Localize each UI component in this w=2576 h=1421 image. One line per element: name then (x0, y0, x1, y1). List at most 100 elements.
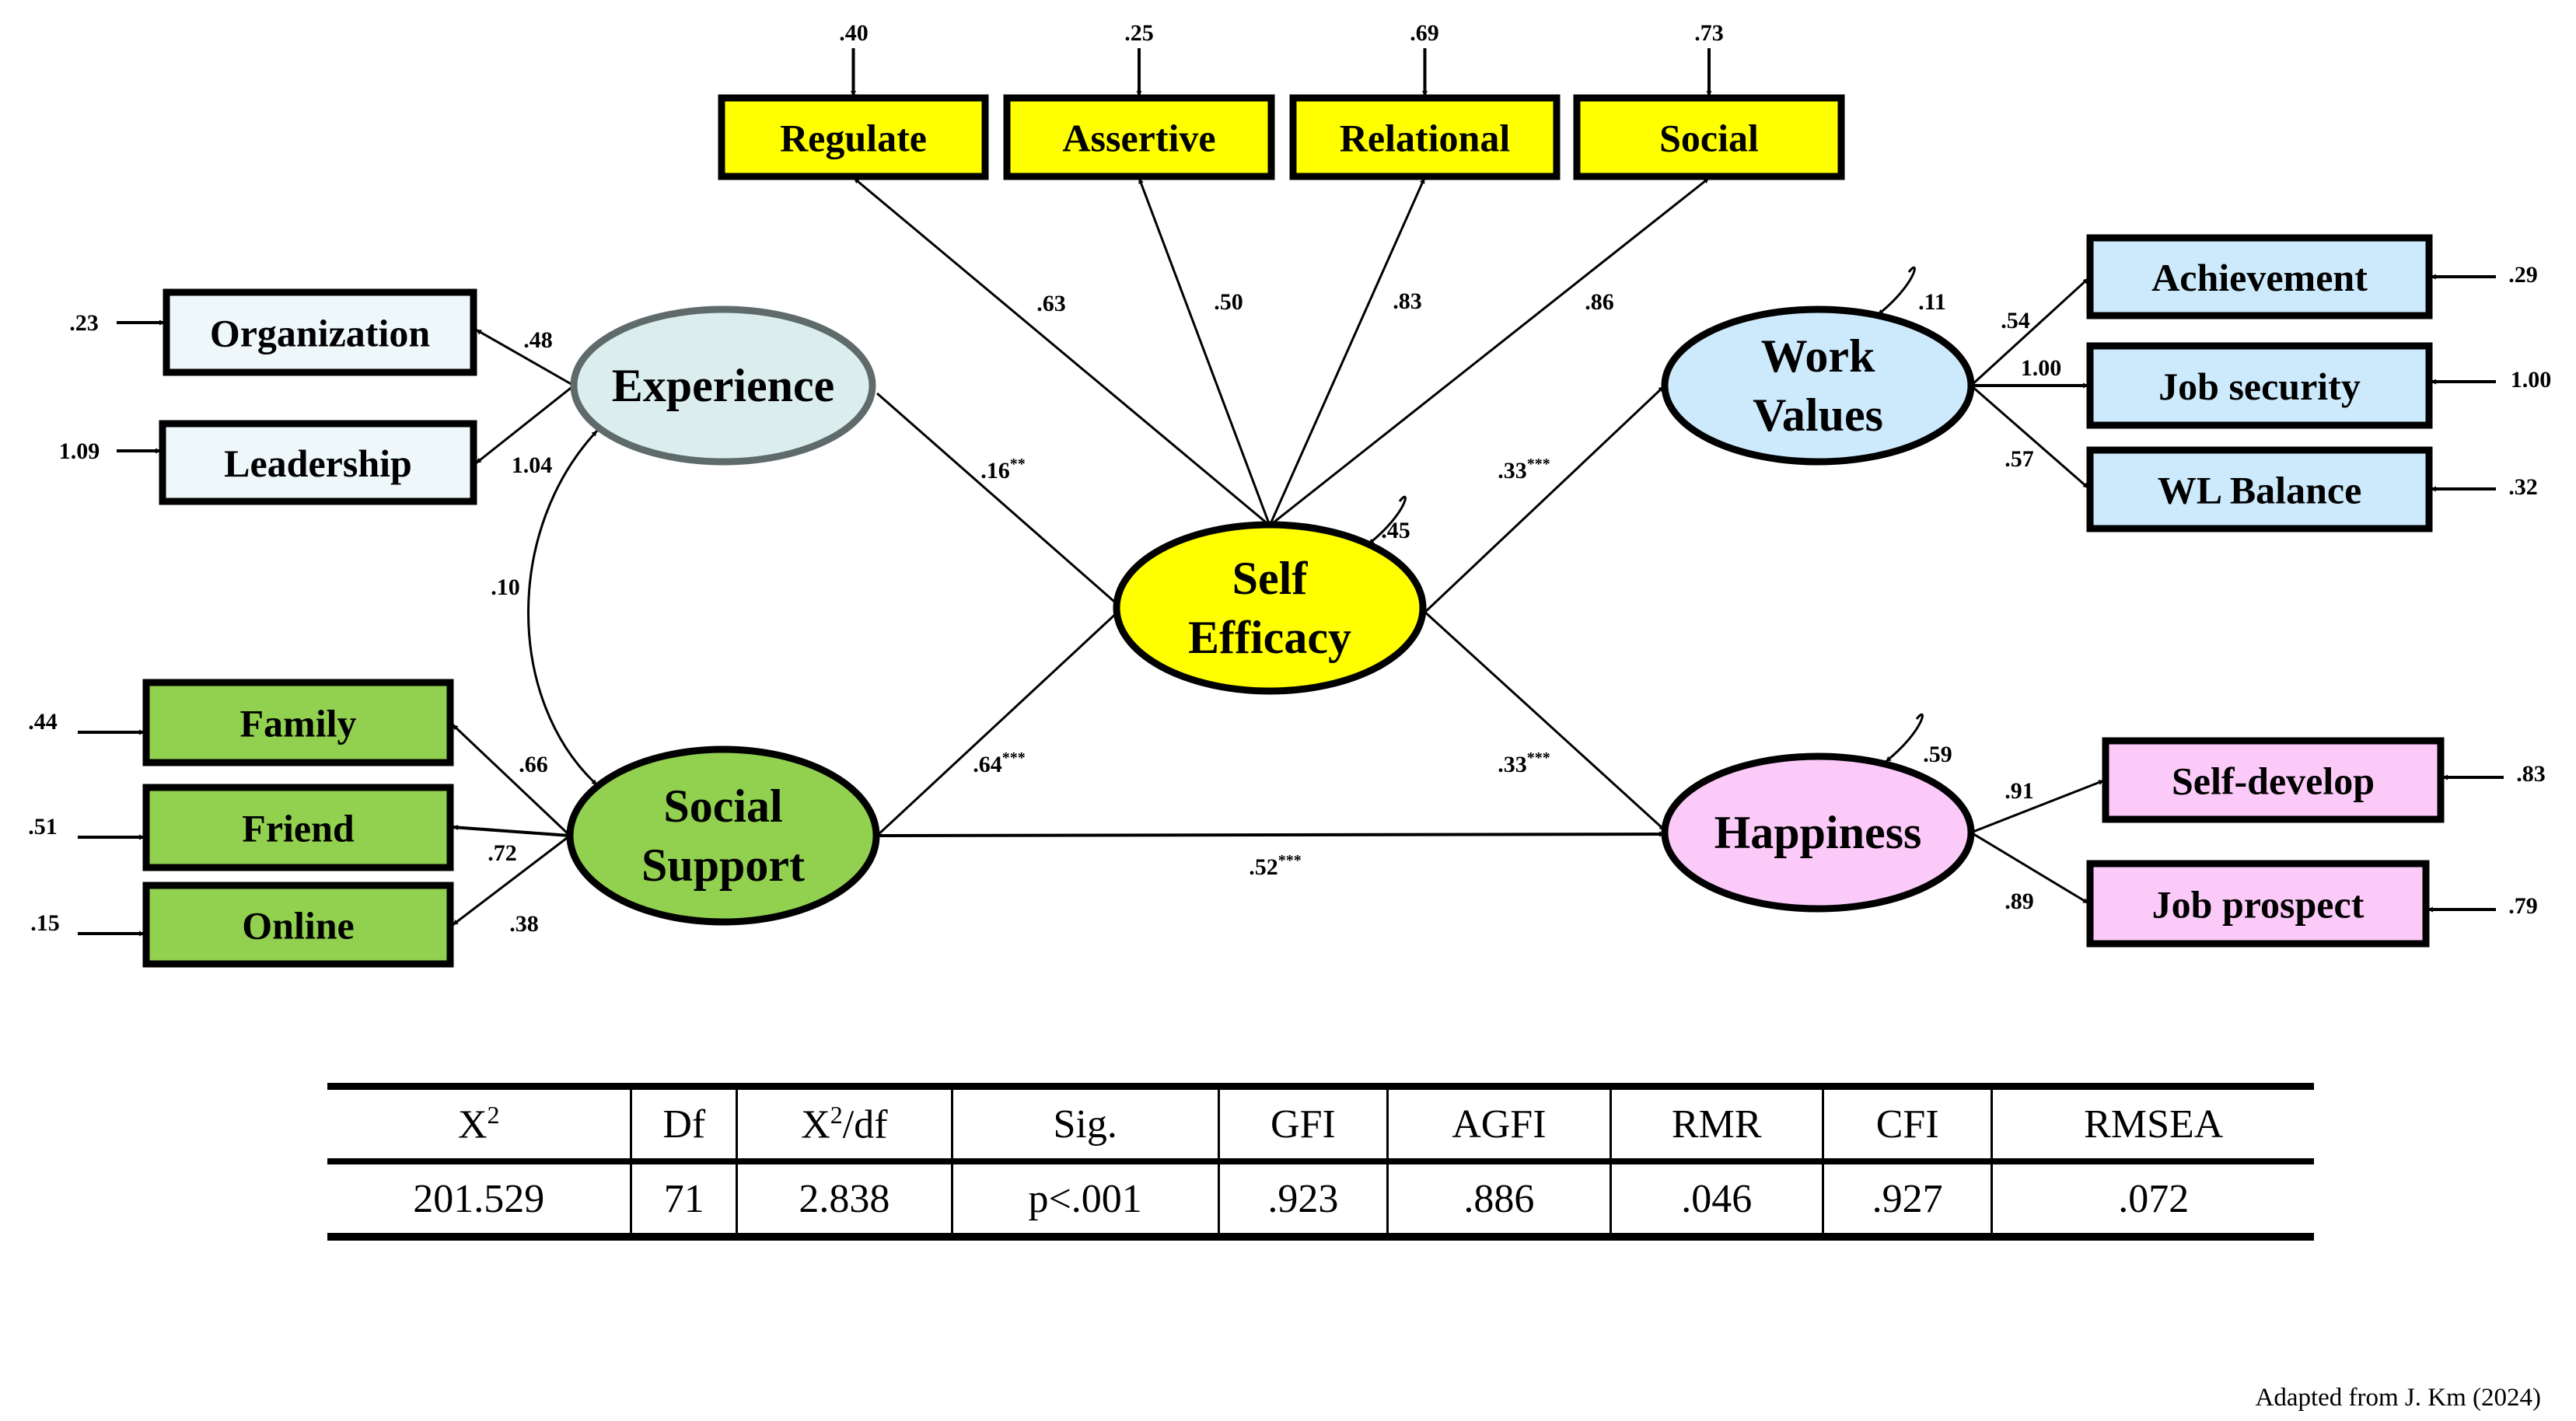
indicator-box (1289, 94, 1561, 180)
loading-happiness-self-develop (1970, 779, 2105, 834)
error-value-leadership: 1.09 (59, 438, 100, 464)
latent-ellipse (1661, 305, 1975, 466)
fit-value-cell: 201.529 (413, 1176, 545, 1221)
path-value-social-support-self-efficacy: .64*** (973, 749, 1026, 777)
error-value-online: .15 (30, 910, 60, 936)
loading-value-relational: .83 (1393, 288, 1422, 314)
indicator-box (142, 784, 454, 871)
latent-label: Experience (612, 360, 835, 411)
error-value-job-security: 1.00 (2511, 367, 2552, 393)
indicator-online: Online (142, 882, 454, 968)
indicator-label: Online (242, 904, 354, 948)
indicator-social: Social (1573, 94, 1845, 180)
indicator-box (142, 882, 454, 968)
loading-value-job-prospect: .89 (2005, 889, 2034, 914)
loading-value-organization: .48 (523, 327, 553, 353)
loading-value-online: .38 (509, 911, 539, 937)
latent-label: Happiness (1714, 807, 1922, 858)
fit-header-cell: RMSEA (1991, 1086, 2314, 1161)
latent-label: Values (1753, 389, 1883, 441)
loading-self-efficacy-social (1269, 176, 1710, 527)
covariance-experience-social-support (527, 429, 599, 787)
indicator-label: Job prospect (2152, 883, 2365, 927)
indicator-relational: Relational (1289, 94, 1561, 180)
loading-value-leadership: 1.04 (512, 452, 553, 478)
latent-happiness: Happiness (1661, 752, 1975, 913)
indicator-organization: Organization (163, 288, 477, 376)
indicator-label: Family (240, 702, 357, 745)
error-value-relational: .69 (1410, 20, 1439, 46)
indicator-label: Achievement (2151, 256, 2368, 299)
latent-label: Work (1761, 330, 1875, 382)
fit-value-cell: p<.001 (950, 1161, 1219, 1237)
error-value-self-develop: .83 (2516, 761, 2546, 787)
indicator-box (163, 288, 477, 376)
loading-social-support-family (451, 723, 571, 837)
loading-self-efficacy-relational (1268, 177, 1426, 526)
indicator-achievement: Achievement (2086, 234, 2433, 319)
latent-label: Efficacy (1188, 612, 1351, 663)
loading-happiness-job-prospect (1970, 831, 2089, 905)
indicator-regulate: Regulate (718, 94, 989, 180)
latent-label: Self (1232, 553, 1309, 604)
loading-self-efficacy-regulate (853, 176, 1271, 527)
latent-label: Support (641, 840, 805, 891)
loading-value-wl-balance: .57 (2005, 446, 2034, 472)
path-self-efficacy-to-work-values (1421, 385, 1665, 616)
error-value-friend: .51 (28, 814, 58, 840)
indicator-self-develop: Self-develop (2102, 737, 2445, 823)
path-social-support-to-self-efficacy (876, 609, 1121, 837)
source-note: Adapted from J. Km (2024) (2255, 1384, 2541, 1412)
indicator-job-security: Job security (2086, 342, 2433, 429)
error-value-family: .44 (28, 709, 58, 735)
indicator-label: Leadership (224, 442, 412, 485)
error-value-wl-balance: .32 (2508, 474, 2538, 500)
latent-ellipse (566, 745, 880, 926)
indicator-label: Assertive (1062, 117, 1215, 160)
covariance-value: .10 (491, 574, 520, 600)
indicator-job-prospect: Job prospect (2086, 860, 2430, 948)
error-value-job-prospect: .79 (2508, 893, 2538, 919)
latent-experience: Experience (570, 305, 876, 466)
indicator-label: Friend (242, 807, 355, 850)
path-value-self-efficacy-work-values: .33*** (1498, 456, 1550, 484)
indicator-box (2102, 737, 2445, 823)
indicator-family: Family (142, 679, 454, 766)
loading-self-efficacy-assertive (1138, 177, 1271, 526)
fit-value-cell: 71 (630, 1161, 737, 1237)
loading-value-job-security: 1.00 (2021, 355, 2062, 381)
indicator-box (1003, 94, 1275, 180)
path-self-efficacy-to-happiness (1421, 609, 1666, 832)
loading-value-family: .66 (519, 752, 548, 777)
latent-label: Social (663, 780, 782, 832)
loading-work-values-achievement (1970, 277, 2090, 387)
fit-value-cell: .923 (1217, 1161, 1388, 1237)
path-social-support-to-happiness (876, 831, 1665, 837)
loading-value-assertive: .50 (1214, 289, 1243, 315)
error-value-organization: .23 (69, 310, 99, 336)
fit-header-cell: Df (630, 1086, 737, 1161)
fit-header-cell: AGFI (1386, 1086, 1611, 1161)
indicator-box (1573, 94, 1845, 180)
indicator-box (2086, 446, 2433, 532)
indicator-label: Social (1659, 117, 1759, 160)
fit-header-cell: Sig. (950, 1086, 1219, 1161)
loading-value-social: .86 (1585, 289, 1614, 315)
indicator-box (2086, 860, 2430, 948)
fit-header-cell: CFI (1821, 1086, 1992, 1161)
path-value-self-efficacy-happiness: .33*** (1498, 749, 1550, 777)
indicator-label: Relational (1340, 117, 1511, 160)
fit-value-cell: 2.838 (736, 1161, 952, 1237)
residual-value-happiness: .59 (1923, 742, 1952, 767)
fit-value-cell: .886 (1386, 1161, 1611, 1237)
indicator-box (2086, 342, 2433, 429)
indicator-box (159, 420, 477, 505)
